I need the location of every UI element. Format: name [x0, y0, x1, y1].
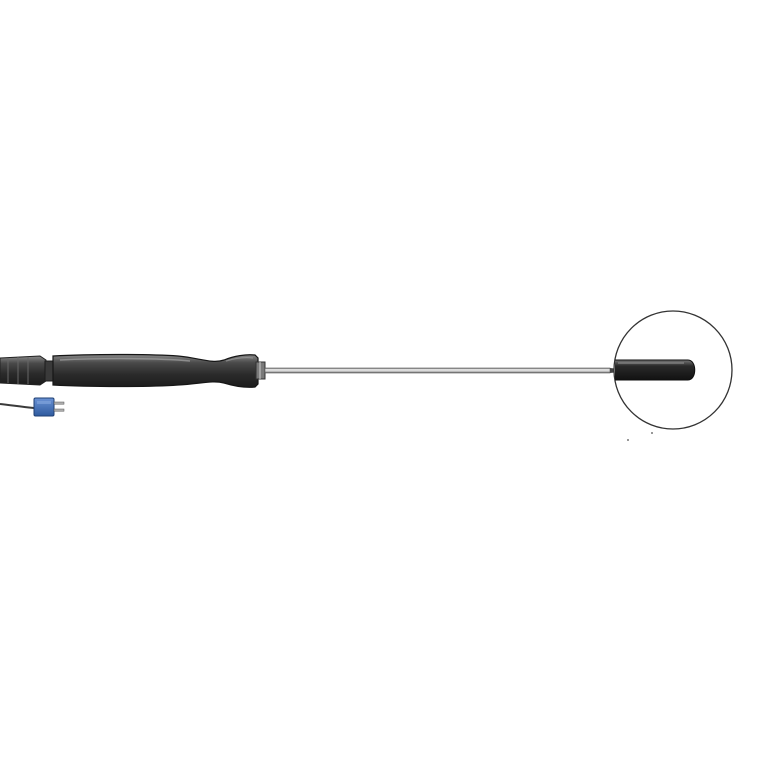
magnified-tip-detail: [613, 310, 733, 430]
probe-handle: [44, 353, 266, 388]
sensor-tip: [615, 359, 696, 381]
thermocouple-connector: [33, 397, 65, 417]
cable-strain-relief: [0, 355, 47, 386]
cable: [0, 403, 35, 409]
image-specks: [627, 432, 653, 441]
metal-shaft: [264, 367, 620, 374]
